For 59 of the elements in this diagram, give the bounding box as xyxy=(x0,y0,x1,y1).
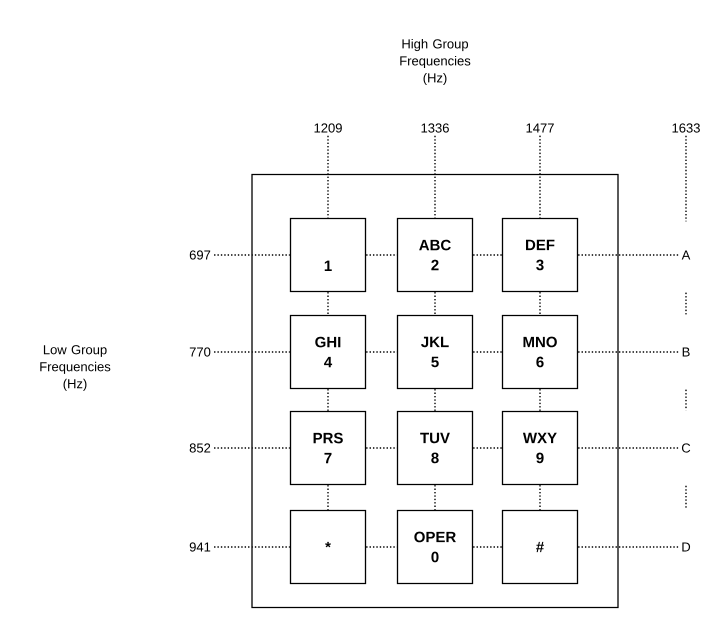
tone-letter: A xyxy=(682,250,690,260)
dotted-line xyxy=(327,292,329,315)
dotted-line xyxy=(473,254,502,256)
group-heading: Low Group Frequencies (Hz) xyxy=(40,345,110,391)
key-button: # xyxy=(502,510,578,584)
key-button: TUV 8 xyxy=(396,410,474,486)
frequency-label: 852 xyxy=(190,443,210,453)
tone-letter: C xyxy=(682,443,690,453)
dotted-line xyxy=(327,389,329,411)
dotted-line xyxy=(327,136,329,218)
dotted-line xyxy=(366,546,397,548)
frequency-label: 770 xyxy=(190,347,210,357)
dotted-line xyxy=(473,351,502,353)
dotted-line xyxy=(473,546,502,548)
dotted-line xyxy=(214,447,290,449)
dotted-line xyxy=(578,546,678,548)
frequency-label: 697 xyxy=(190,250,210,260)
keypad-outline xyxy=(251,174,619,608)
key-button: MNO 6 xyxy=(502,314,578,390)
tone-letter: D xyxy=(682,542,690,552)
dotted-line xyxy=(578,447,678,449)
frequency-label: 1633 xyxy=(672,123,700,133)
dotted-line xyxy=(434,292,436,315)
key-button: JKL 5 xyxy=(396,314,474,390)
dotted-line xyxy=(685,390,687,410)
dotted-line xyxy=(214,254,290,256)
frequency-label: 1477 xyxy=(526,124,554,132)
dotted-line xyxy=(578,351,678,353)
group-heading: High Group Frequencies (Hz) xyxy=(400,38,470,86)
frequency-label: 941 xyxy=(190,542,210,552)
frequency-label: 1209 xyxy=(314,123,342,133)
dotted-line xyxy=(366,254,397,256)
tone-letter: B xyxy=(682,348,690,356)
dotted-line xyxy=(539,485,541,510)
dotted-line xyxy=(578,254,678,256)
key-button: 1 xyxy=(290,218,366,292)
key-button: GHI 4 xyxy=(290,314,366,390)
key-button: ABC 2 xyxy=(396,218,474,292)
key-button: * xyxy=(290,510,366,584)
dotted-line xyxy=(539,389,541,411)
dotted-line xyxy=(214,351,290,353)
dotted-line xyxy=(327,485,329,510)
dotted-line xyxy=(434,136,436,218)
dotted-line xyxy=(366,351,397,353)
key-button: WXY 9 xyxy=(502,410,578,486)
dotted-line xyxy=(434,485,436,510)
dotted-line xyxy=(366,447,397,449)
dotted-line xyxy=(539,136,541,218)
dotted-line xyxy=(685,292,687,314)
dotted-line xyxy=(214,546,290,548)
key-button: OPER 0 xyxy=(396,510,474,584)
frequency-label: 1336 xyxy=(422,123,449,133)
key-button: PRS 7 xyxy=(290,410,366,486)
dotted-line xyxy=(685,136,687,222)
dotted-line xyxy=(539,292,541,315)
dotted-line xyxy=(434,389,436,411)
dotted-line xyxy=(473,447,502,449)
dotted-line xyxy=(685,486,687,510)
key-button: DEF 3 xyxy=(502,218,578,292)
